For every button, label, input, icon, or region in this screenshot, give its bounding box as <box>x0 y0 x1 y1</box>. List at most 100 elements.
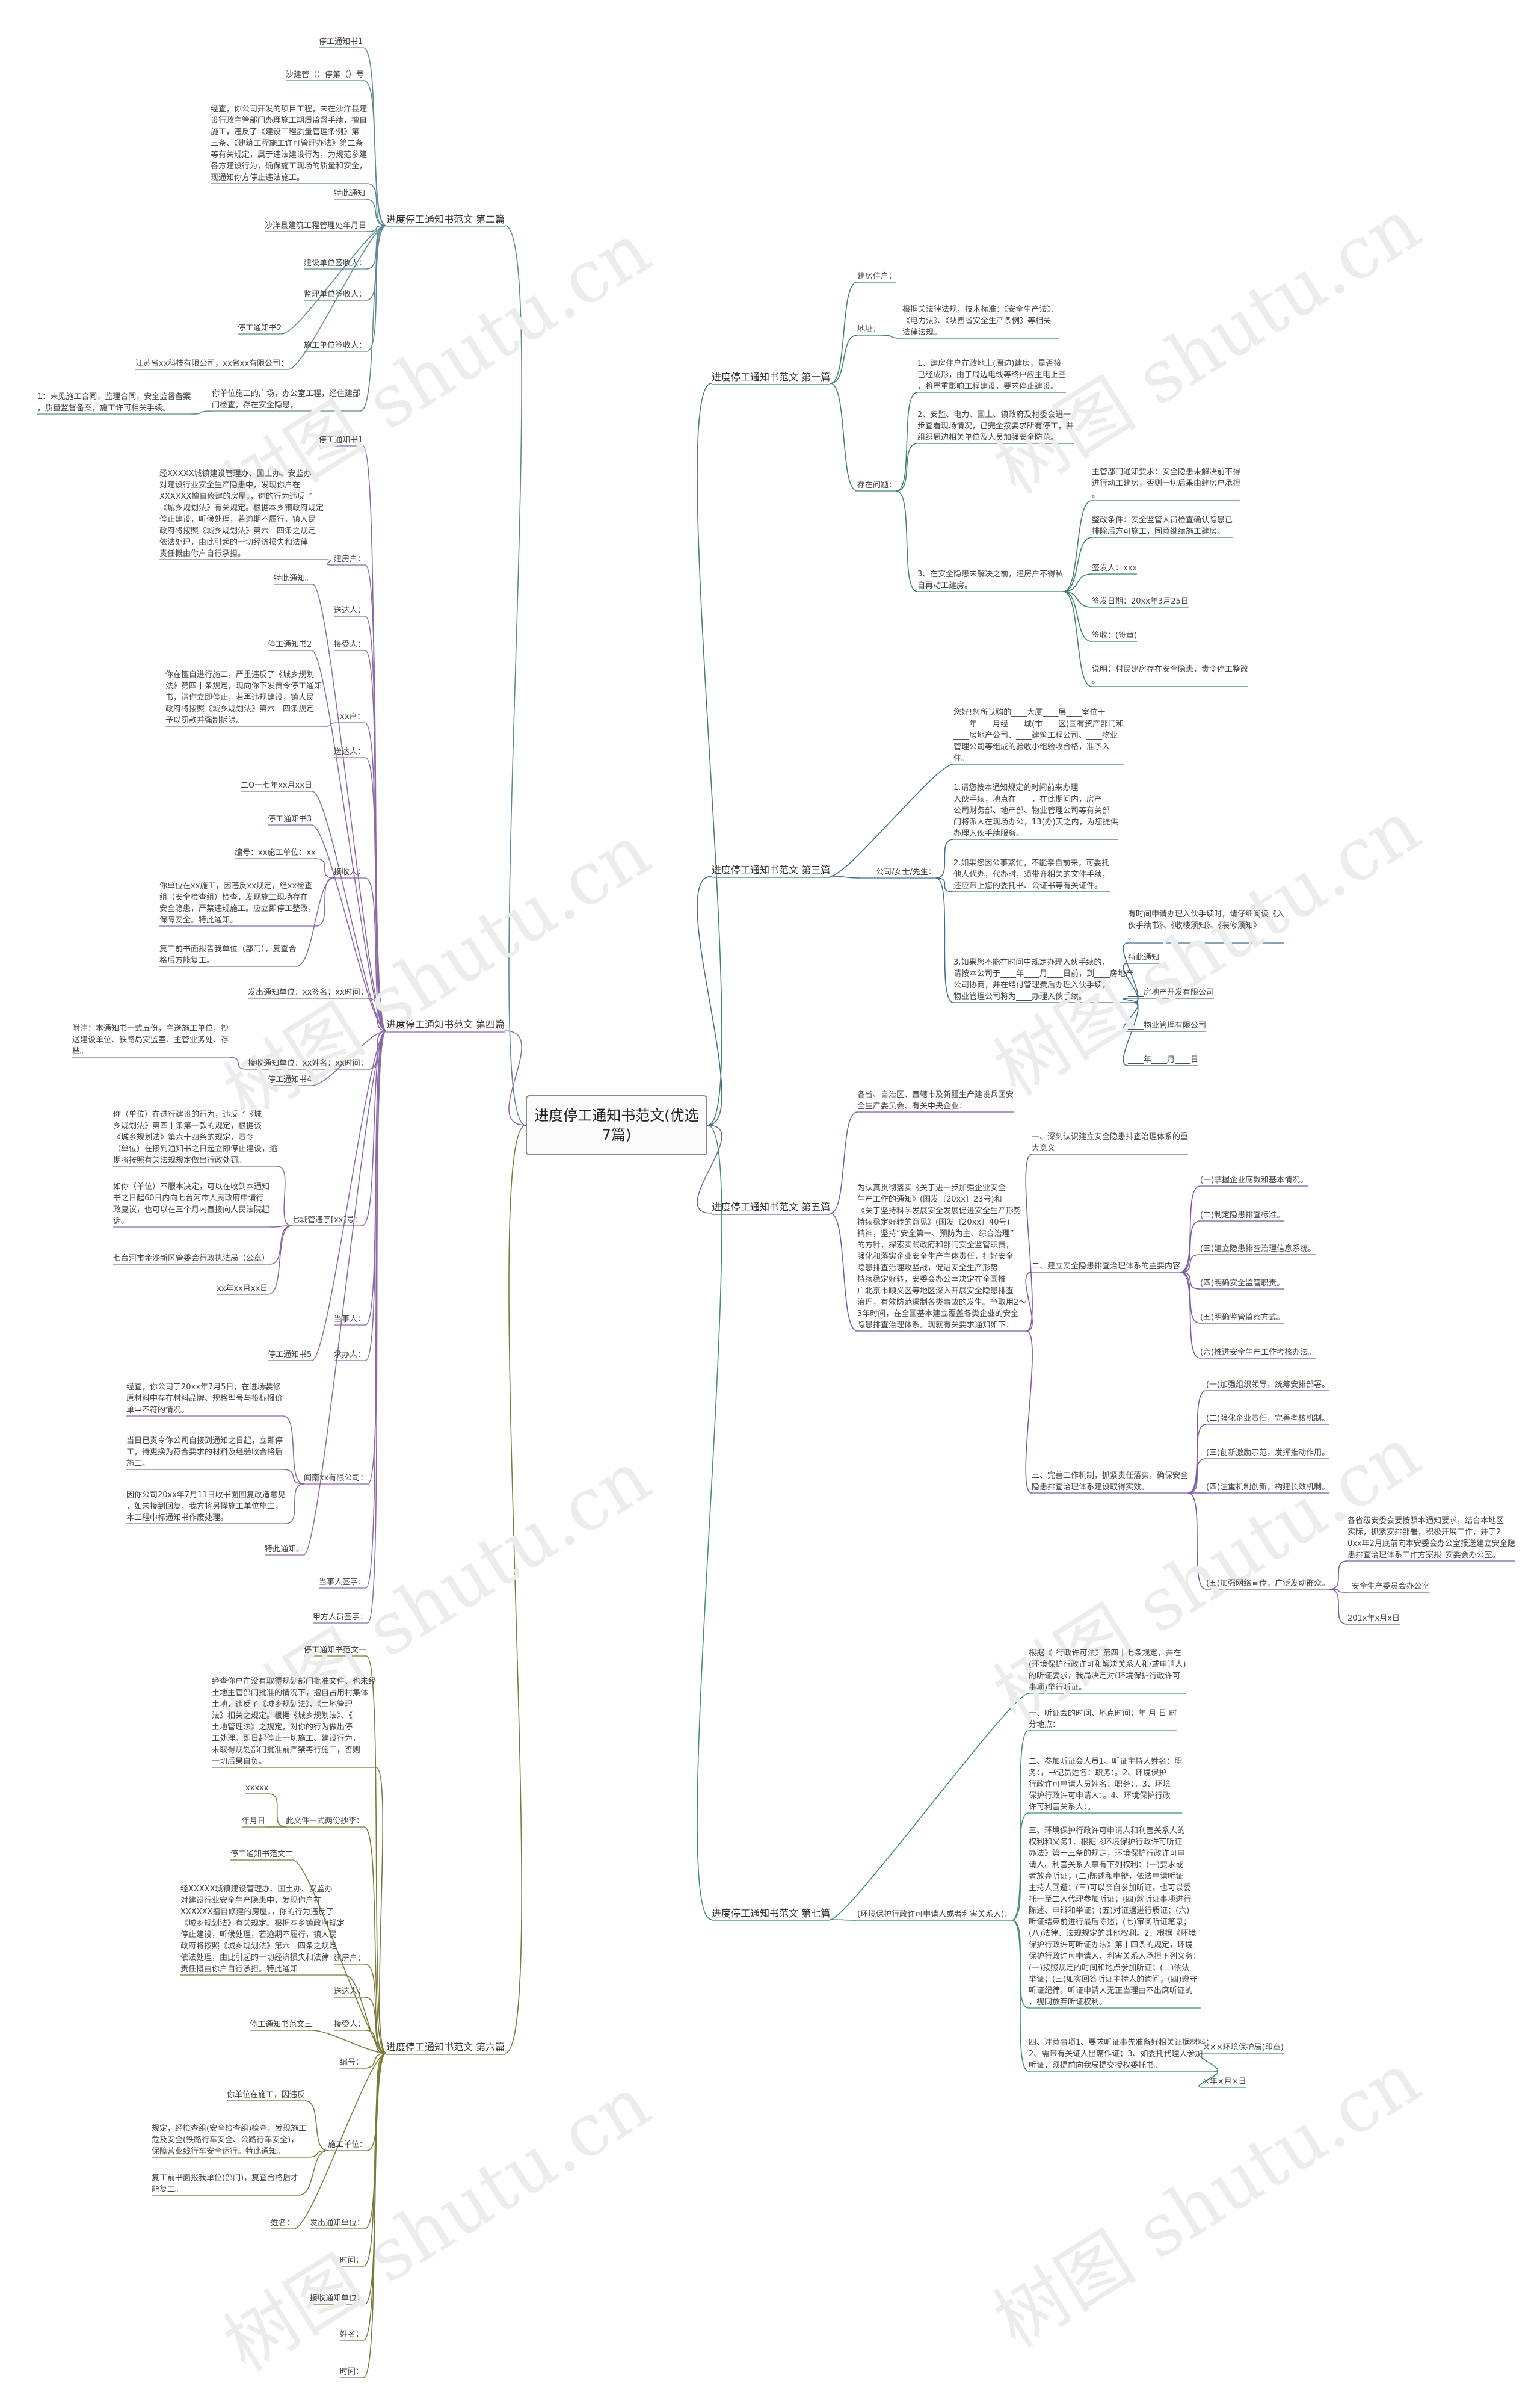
topic-node[interactable]: 经XXXXX城镇建设管理办、国土办、安监办 对建设行业安全生产隐患中，发现你户在… <box>180 1885 345 1974</box>
topic-node[interactable]: (三)创新激励示范，发挥推动作用。 <box>1206 1448 1330 1457</box>
topic-node[interactable]: ____年____月____日 <box>1128 1055 1199 1064</box>
topic-node[interactable]: 发出通知单位： <box>310 2219 365 2228</box>
topic-node[interactable]: 当日已责令你公司自接到通知之日起，立即停 工，待更换为符合要求的材料及经验收合格… <box>126 1436 283 1468</box>
branch-3[interactable]: 进度停工通知书范文 第三篇 <box>712 864 831 876</box>
topic-node[interactable]: 特此通知。 <box>274 574 313 583</box>
topic-node[interactable]: 此文件一式两份抄李： <box>286 1817 365 1826</box>
topic-node[interactable]: 时间： <box>340 2367 364 2376</box>
topic-node[interactable]: 七城管违字[xx]号： <box>292 1216 362 1225</box>
topic-node[interactable]: (六)推进安全生产工作考核办法。 <box>1200 1348 1316 1357</box>
topic-node[interactable]: (三)建立隐患排查治理信息系统。 <box>1200 1244 1316 1253</box>
topic-node[interactable]: 停工通知书2 <box>268 640 312 649</box>
topic-node[interactable]: 主管部门通知要求：安全隐患未解决前不得 进行动工建房，否则一切后果由建房户承担 … <box>1092 468 1241 499</box>
topic-node[interactable]: (二)强化企业责任，完善考核机制。 <box>1206 1414 1330 1423</box>
topic-node[interactable]: 特此通知 <box>1128 953 1160 962</box>
topic-node[interactable]: ____房地产开发有限公司 <box>1128 988 1215 997</box>
topic-node[interactable]: 如你（单位）不服本决定，可以在收到本通知 书之日起60日内向七台河市人民政府申请… <box>113 1182 270 1226</box>
topic-node[interactable]: 存在问题： <box>857 481 897 490</box>
topic-node[interactable]: 建房住户： <box>857 272 897 281</box>
topic-node[interactable]: 时间： <box>340 2256 364 2265</box>
topic-node[interactable]: 3、在安全隐患未解决之前，建房户不得私 自再动工建房。 <box>917 570 1064 590</box>
topic-node[interactable]: 七台河市金沙新区管委会行政执法局（公章） <box>113 1254 270 1263</box>
topic-node[interactable]: 当事人： <box>334 1315 366 1324</box>
topic-node[interactable]: 整改条件：安全监管人员检查确认隐患已 排除后方可施工，同意继续施工建房。 <box>1092 516 1233 536</box>
topic-node[interactable]: 根据关法律法规，技术标准：《安全生产法》、 《电力法》、《陕西省安全生产条例》等… <box>902 305 1059 337</box>
topic-node[interactable]: 发出通知单位：xx签名：xx时间： <box>248 988 368 997</box>
branch-4[interactable]: 进度停工通知书范文 第四篇 <box>386 1019 505 1030</box>
topic-node[interactable]: xxxxx <box>245 1784 269 1793</box>
topic-node[interactable]: 接受人： <box>334 2020 366 2029</box>
topic-node[interactable]: 三、环境保护行政许可申请人和利害关系人的 权利和义务1．根据《环境保护行政许可听… <box>1029 1826 1201 2007</box>
topic-node[interactable]: 送达人： <box>334 747 366 756</box>
topic-node[interactable]: 说明：村民建房存在安全隐患，责令停工整改 。 <box>1092 665 1249 685</box>
topic-node[interactable]: 签发人：xxx <box>1092 564 1138 573</box>
branch-1[interactable]: 进度停工通知书范文 第一篇 <box>712 371 831 383</box>
branch-2[interactable]: 进度停工通知书范文 第二篇 <box>386 214 505 225</box>
topic-node[interactable]: 1、建房住户在政地上(周边)建房，是否接 已经成形，由于周边电线等终户应主电上空… <box>917 359 1067 391</box>
topic-node[interactable]: 当事人签字： <box>319 1578 366 1587</box>
topic-node[interactable]: 1：未见施工合同，监理合同，安全监督备案 ，质量监督备案，施工许可相关手续。 <box>37 392 191 413</box>
topic-node[interactable]: 停工通知书1 <box>319 436 363 445</box>
topic-node[interactable]: 各省级安委会要按照本通知要求，结合本地区 实际，抓紧安排部署，积极开展工作，并于… <box>1348 1516 1515 1560</box>
topic-node[interactable]: 承办人： <box>334 1350 366 1359</box>
topic-node[interactable]: 附注：本通知书一式五份，主送施工单位，抄 送建设单位、铁路局安监室、主管业务处、… <box>72 1024 229 1056</box>
topic-node[interactable]: 经查你户在没有取得规划部门批准文件、也未经 土地主管部门批准的情况下，擅自占用村… <box>212 1677 377 1766</box>
topic-node[interactable]: (一)掌握企业底数和基本情况。 <box>1200 1176 1308 1185</box>
topic-node[interactable]: 送达人： <box>334 606 366 615</box>
topic-node[interactable]: (五)加强网络宣传，广泛发动群众。 <box>1206 1579 1330 1588</box>
topic-node[interactable]: 江苏省xx科技有限公司，xx省xx有限公司： <box>135 359 289 368</box>
topic-node[interactable]: ×××环境保护局(印章) <box>1203 2043 1284 2052</box>
topic-node[interactable]: 接受人： <box>334 640 366 649</box>
topic-node[interactable]: 特此通知。 <box>265 1545 304 1554</box>
topic-node[interactable]: 二O一七年xx月xx日 <box>241 781 313 790</box>
topic-node[interactable]: 停工通知书4 <box>268 1075 312 1084</box>
topic-node[interactable]: 闻南xx有限公司： <box>304 1474 368 1483</box>
topic-node[interactable]: ×年×月×日 <box>1203 2077 1246 2086</box>
topic-node[interactable]: 你在擅自进行施工，严重违反了《城乡规划 法》第四十条规定，现向你下发责令停工通知… <box>165 670 322 725</box>
topic-node[interactable]: 送达人： <box>334 1987 366 1996</box>
topic-node[interactable]: ____物业管理有限公司 <box>1128 1021 1207 1030</box>
topic-node[interactable]: 您好!您所认购的____大厦____层____室位于 ____年____月经__… <box>953 708 1124 763</box>
topic-node[interactable]: 二、建立安全隐患排查治理体系的主要内容 <box>1032 1262 1181 1271</box>
topic-node[interactable]: 201x年x月x日 <box>1348 1614 1400 1623</box>
topic-node[interactable]: 施工单位签收人： <box>304 341 367 350</box>
topic-node[interactable]: 接收人： <box>334 868 366 877</box>
topic-node[interactable]: 停工通知书范文二 <box>230 1850 294 1859</box>
topic-node[interactable]: 年月日 <box>242 1817 266 1826</box>
topic-node[interactable]: (二)制定隐患排查标准。 <box>1200 1211 1285 1220</box>
topic-node[interactable]: 编号：xx施工单位：xx <box>235 848 316 857</box>
topic-node[interactable]: 特此通知 <box>334 189 366 198</box>
topic-node[interactable]: 你（单位）在进行建设的行为，违反了《城 乡规划法》第四十条第一款的规定，根据该 … <box>113 1110 278 1165</box>
topic-node[interactable]: 甲方人员签字： <box>313 1613 368 1622</box>
topic-node[interactable]: 经查，你公司开发的项目工程，未在沙洋县建 设行政主管部门办理施工期质监督手续，擅… <box>211 105 368 182</box>
topic-node[interactable]: 经查，你公司于20xx年7月5日，在进场装修 原材料中存在材料品牌、规格型号与投… <box>126 1383 283 1415</box>
topic-node[interactable]: (五)明确监管监察方式。 <box>1200 1313 1285 1322</box>
topic-node[interactable]: 接收通知单位： <box>310 2294 365 2303</box>
topic-node[interactable]: _安全生产委员会办公室 <box>1348 1582 1430 1591</box>
topic-node[interactable]: 3.如果您不能在时间中规定办理入伙手续的， 请按本公司于____年____月__… <box>953 958 1134 1001</box>
topic-node[interactable]: 建房户： <box>334 555 366 564</box>
topic-node[interactable]: xx户： <box>340 712 365 722</box>
topic-node[interactable]: 监理单位签收人： <box>304 290 367 299</box>
topic-node[interactable]: 一、听证会的时间、地点时间：年 月 日 时 分地点： <box>1029 1709 1177 1729</box>
topic-node[interactable]: 地址： <box>857 325 881 334</box>
topic-node[interactable]: 建房户： <box>334 1954 366 1963</box>
topic-node[interactable]: 二、参加听证会人员1、听证主持人姓名：职 务：，书记员姓名：职务：。2、环境保护… <box>1029 1757 1183 1812</box>
topic-node[interactable]: (一)加强组织领导，统筹安排部署。 <box>1206 1380 1330 1389</box>
branch-5[interactable]: 进度停工通知书范文 第五篇 <box>712 1201 831 1213</box>
topic-node[interactable]: 签发日期：20xx年3月25日 <box>1092 597 1189 606</box>
topic-node[interactable]: (四)注重机制创新，构建长效机制。 <box>1206 1483 1330 1492</box>
topic-node[interactable]: 四、注意事项1、要求听证事先准备好相关证据材料； 2、需带有关证人出席作证；3、… <box>1029 2038 1214 2070</box>
topic-node[interactable]: 接收通知单位：xx姓名：xx时间： <box>248 1059 368 1068</box>
topic-node[interactable]: 复工前书面报我单位(部门)，复查合格后才 能复工。 <box>152 2174 299 2194</box>
topic-node[interactable]: 停工通知书范文三 <box>250 2020 313 2029</box>
topic-node[interactable]: 施工单位： <box>328 2140 368 2149</box>
branch-7[interactable]: 进度停工通知书范文 第七篇 <box>712 1908 831 1919</box>
topic-node[interactable]: 编号： <box>340 2058 364 2067</box>
topic-node[interactable]: 你单位在xx施工，因违反xx规定，经xx检查 组（安全检查组）检查，发现施工现场… <box>159 882 316 925</box>
topic-node[interactable]: 停工通知书1 <box>319 37 363 46</box>
topic-node[interactable]: 各省、自治区、直辖市及新疆生产建设兵团安 全生产委员会、有关中央企业： <box>857 1090 1014 1111</box>
topic-node[interactable]: 你单位施工的广场，办公室工程，经住建部 门检查，存在安全隐患， <box>212 389 361 410</box>
topic-node[interactable]: 有时间申请办理入伙手续时，请仔细阅读《入 伙手续书》、《收楼须知》、《装修须知》… <box>1128 910 1285 942</box>
topic-node[interactable]: 2.如果您因公事繁忙，不能亲自前来，可委托 他人代办，代办时，须带齐相关的文件手… <box>953 859 1110 891</box>
